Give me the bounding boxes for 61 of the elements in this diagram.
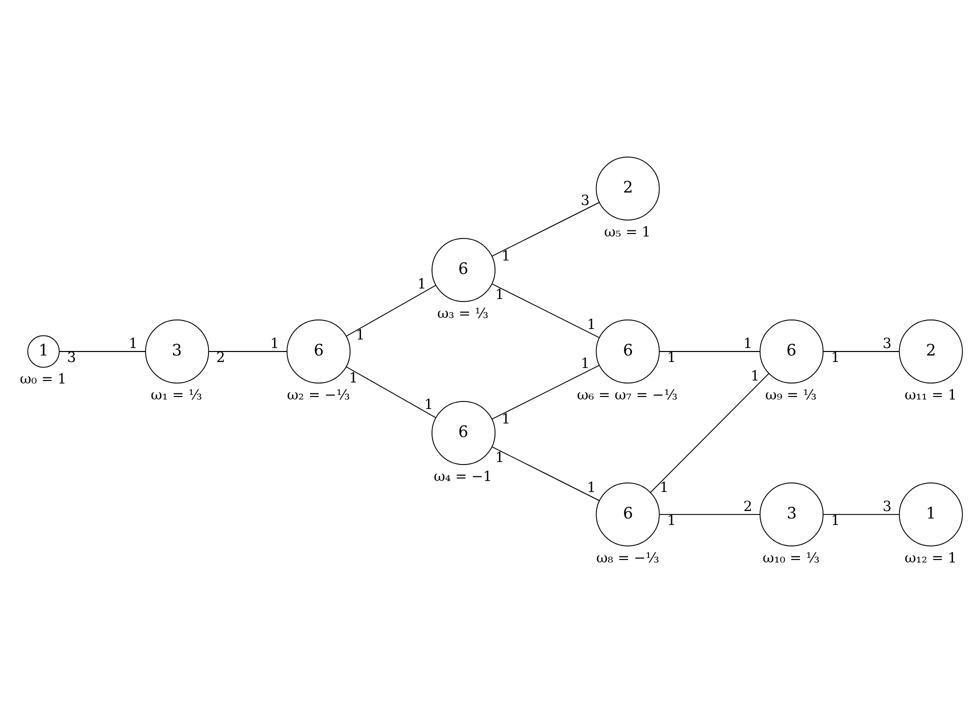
node-label: ω₁₁ = 1 <box>904 387 957 404</box>
label: 1 <box>750 368 760 384</box>
node-circle: 2 <box>898 319 963 383</box>
label: 1 <box>667 512 676 528</box>
label: 1 <box>495 286 504 302</box>
label: 2 <box>743 498 752 514</box>
label: 1 <box>667 349 676 366</box>
label: 1 <box>743 335 752 352</box>
label: 1 <box>417 276 426 292</box>
node-circle: 3 <box>760 482 824 546</box>
node-label: ω₁₀ = ⅓ <box>762 550 820 566</box>
connector <box>659 350 760 352</box>
node-circle: 6 <box>432 238 496 302</box>
connector <box>208 350 288 352</box>
label: 1 <box>356 327 365 344</box>
connector <box>822 350 900 352</box>
node-label: ω₈ = −⅓ <box>596 550 660 566</box>
node-label: ω₄ = −1 <box>434 468 492 484</box>
connector <box>492 282 600 338</box>
node-circle: 6 <box>596 482 660 546</box>
node-circle: 6 <box>286 319 351 383</box>
node-label: ω₅ = 1 <box>604 224 651 240</box>
label: 3 <box>67 349 76 366</box>
node-label: ω₆ = ω₇ = −⅓ <box>576 387 678 404</box>
label: 1 <box>587 316 596 333</box>
label: 1 <box>587 480 596 496</box>
label: 1 <box>128 335 138 352</box>
label: 1 <box>502 410 510 427</box>
connector <box>346 284 436 336</box>
label: 3 <box>882 335 892 352</box>
node-circle: 3 <box>145 319 210 383</box>
label: 1 <box>495 449 504 466</box>
connector <box>650 372 770 492</box>
node-circle: 1 <box>27 334 60 368</box>
node-circle: 2 <box>596 156 660 220</box>
label: 1 <box>831 512 840 528</box>
label: 1 <box>660 480 668 496</box>
connector <box>492 446 600 500</box>
label: 1 <box>502 248 510 264</box>
label: 3 <box>580 192 590 208</box>
label: 3 <box>882 498 892 514</box>
label: 1 <box>270 335 280 352</box>
label: 1 <box>831 349 840 366</box>
label: 1 <box>424 396 434 412</box>
label: 1 <box>580 355 590 372</box>
node-circle: 6 <box>760 319 824 383</box>
connector <box>492 202 600 256</box>
node-label: ω₂ = −⅓ <box>287 387 350 404</box>
connector <box>59 350 146 352</box>
node-circle: 6 <box>432 400 496 464</box>
node-label: ω₁₂ = 1 <box>904 550 957 566</box>
connector <box>346 366 436 418</box>
label: 1 <box>348 370 358 386</box>
node-label: ω₉ = ⅓ <box>765 387 817 404</box>
label: 2 <box>216 349 226 366</box>
node-label: ω₁ = ⅓ <box>150 387 202 404</box>
connector <box>492 364 600 420</box>
node-label: ω₃ = ⅓ <box>437 306 488 322</box>
node-circle: 6 <box>596 319 660 383</box>
node-label: ω₀ = 1 <box>20 371 66 388</box>
node-circle: 1 <box>898 482 963 546</box>
